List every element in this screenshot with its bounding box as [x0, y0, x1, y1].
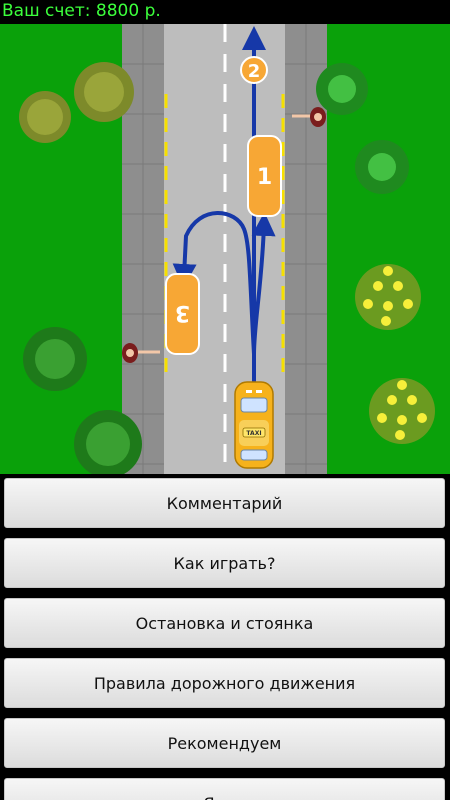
marker-3[interactable]: 3: [165, 273, 200, 355]
comment-button[interactable]: Комментарий: [4, 478, 445, 528]
marker-2-label: 2: [248, 61, 261, 82]
marker-3-label: 3: [175, 300, 190, 325]
flower-bush-icon: [369, 378, 435, 444]
tree-icon: [316, 63, 368, 115]
taxi-sign: TAXI: [246, 430, 261, 437]
stopping-parking-button[interactable]: Остановка и стоянка: [4, 598, 445, 648]
main-menu: Комментарий Как играть? Остановка и стоя…: [0, 474, 450, 800]
recommend-button[interactable]: Рекомендуем: [4, 718, 445, 768]
bush-icon: [19, 91, 71, 143]
marker-2[interactable]: 2: [240, 56, 268, 84]
pedestrian-icon: [122, 343, 160, 363]
tree-icon: [74, 410, 142, 474]
flower-bush-icon: [355, 264, 421, 330]
tree-icon: [355, 140, 409, 194]
marker-1-label: 1: [257, 165, 272, 190]
bush-icon: [74, 62, 134, 122]
taxi-car-icon[interactable]: TAXI: [234, 381, 274, 469]
traffic-rules-button[interactable]: Правила дорожного движения: [4, 658, 445, 708]
language-button[interactable]: Язык: [4, 778, 445, 800]
status-bar: Ваш счет: 8800 р.: [0, 0, 450, 24]
pedestrian-icon: [292, 107, 326, 127]
score-label: Ваш счет: 8800 р.: [2, 1, 161, 21]
game-scene: 2 1 3 TAXI: [0, 24, 450, 474]
marker-1[interactable]: 1: [247, 135, 282, 217]
tree-icon: [23, 327, 87, 391]
how-to-play-button[interactable]: Как играть?: [4, 538, 445, 588]
